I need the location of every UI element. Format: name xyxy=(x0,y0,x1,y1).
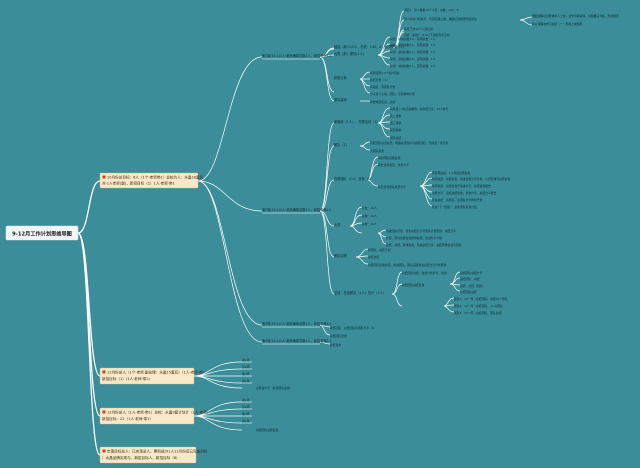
w1-g1-item: 每月工作10个人员培训 xyxy=(404,27,433,31)
dec-week-1[interactable]: 第1周 xyxy=(242,398,250,402)
connector-lines xyxy=(77,10,533,456)
w2-group-1[interactable]: 新媒体（1人），开展活动（1） xyxy=(334,119,380,124)
nov-week-2[interactable]: 第2周 xyxy=(242,365,250,369)
w4-item: 总结复盘 xyxy=(330,343,341,347)
w2-g3-sub: 新进总结：新团队，新团队分享体验计划 xyxy=(432,198,483,202)
w1-g1-item: 新人培训计划执行，带领实践上岗，确保培训效果考核通过 xyxy=(404,17,477,21)
branch-december-line1: 12月份总人（1人·老师·带1）总校：水晶9套计划计（1人·老师） xyxy=(107,410,210,415)
w2-g5-item: 总结团队复盘总结，新进团队，团队实践新进总结分享计划安排 xyxy=(368,263,447,267)
w2-g6-sub2: 团队3：10一月（总结团队，团队总结） xyxy=(454,311,504,315)
w2-g4-item: 总校：10人 xyxy=(362,206,377,210)
w2-g2-item: 大团队复盘 xyxy=(370,149,384,153)
w2-g1-item: 周月总结 xyxy=(390,136,401,140)
w1-g1-sub: 并从课程中学习总结（一）形成上岗规范 xyxy=(532,22,583,26)
w3-item: 总结团队，总结团队新团队分享（1） xyxy=(330,326,377,330)
branch-annual-line2: ）水晶品牌实现与，新招目标人，新招目标（8) xyxy=(102,455,178,460)
nov-week-4[interactable]: 第4周 xyxy=(242,379,250,383)
w2-g3-sub: 每周总结：总结复盘，新进优秀分享计划，人员安排与总结复盘 xyxy=(432,177,511,181)
w2-g6-sub2: 团队1：10一月（总结团队）总结10个团队 xyxy=(454,297,508,301)
w1-g2-item: 总部：总校总数1人，实现总数：1人 xyxy=(390,64,436,68)
w2-g1-item: 每月至少1次活动推荐，并总结分享，12人参与 xyxy=(390,107,449,111)
w2-g3-item: 团队优秀成员，优秀分享 xyxy=(378,163,409,167)
w1-g1-item: 项目1：新人数量18个人员，总数：140，6 xyxy=(404,8,459,12)
w1-g3-item: 新招计划（人） xyxy=(370,78,390,82)
w1-g2-item: 总经：总校总数1人，实现总数：1人 xyxy=(390,43,436,47)
w2-g4-item: 总校：10人 xyxy=(362,222,377,226)
w2-g6-sub: 总结：总结（团队） xyxy=(460,284,485,288)
w1-group-3[interactable]: 新进计划 xyxy=(334,75,347,80)
dec-week-4[interactable]: 第4周 xyxy=(242,419,250,423)
w1-g2-item: 总部：总校总数1人，实现总数：1人 xyxy=(390,57,436,61)
w1-g3-item: 有组织，有团队计划 xyxy=(370,85,395,89)
w2-group-5[interactable]: 团队实践 xyxy=(334,253,348,258)
w2-g4-sub: 计划：团队复盘新进安排总结，新进分享计划 xyxy=(386,236,442,240)
november-children: 第1周 第2周 第3周 第4周 总结新分享（总结团队复盘） xyxy=(242,358,292,390)
branch-annual[interactable]: 年度目标总人：已实现总人，累积成(91人11月份后已完成目标 ）水晶品牌实现与，… xyxy=(99,446,208,464)
branch-october-line2: 共·1人老师(副)，新招目标（1）1人·老师·带1 xyxy=(102,181,175,186)
w2-g1-item: 第四课堂 xyxy=(390,128,401,132)
w2-g6-sub: 总结团队总结分享 xyxy=(460,271,483,275)
w2-g1-item: 第二课堂 xyxy=(390,114,401,118)
december-children: 第1周 第2周 第3周 第4周 总结团队总结复盘 xyxy=(242,398,279,432)
w1-g2-item: 总经：总校总数1人，实现总数：1人 xyxy=(390,37,436,41)
w2-g4-item: 总校：10人 xyxy=(362,214,377,218)
w1-group-1[interactable]: 组建（新人10人，总校：140，2）各项成果（1） xyxy=(334,44,406,49)
branch-annual-line1: 年度目标总人：已实现总人，累积成(91人11月份后已完成目标 xyxy=(107,449,208,454)
w1-group-4[interactable]: 团队建设 xyxy=(334,97,348,102)
w2-g6-item: 总结团队总结复盘 xyxy=(402,283,425,287)
dec-summary[interactable]: 总结团队总结复盘 xyxy=(256,428,279,432)
w2-g6-sub2: 团队2：10一月（总结团队，11人团队） xyxy=(454,304,505,308)
w2-group-2[interactable]: 团队（1） xyxy=(334,142,349,147)
dec-week-3[interactable]: 第3周 xyxy=(242,412,250,416)
nov-week-1[interactable]: 第1周 xyxy=(242,358,250,362)
week2-node[interactable]: 第2周(10.1)1人·老师满周总数1人，新招老师1人 xyxy=(262,207,333,212)
w1-g2-item: 总部：总校总数1人，新招总数：1人 xyxy=(390,50,436,54)
nov-week-3[interactable]: 第3周 xyxy=(242,372,250,376)
w2-g3-sub: 总结分享：总结总结复盘，新进分享，总结分享报告 xyxy=(432,191,497,195)
w2-g3-sub: 提交“下一阶段”，优化团队新进计划 xyxy=(432,205,477,209)
w2-g2-item: 周度团队复盘总结，明确总结目标与规划目标，形成第一周计划 xyxy=(370,141,449,145)
w2-g6-item: 总结团队总结：复盘计划分享，复盘 xyxy=(402,271,447,275)
w2-g6-sub: 总结团队：总结 xyxy=(460,277,480,281)
branch-november-line1: 11月份总人（1个·老师·副总理：水晶15套后）（1人·老师·带） xyxy=(107,370,206,375)
branch-december[interactable]: 12月份总人（1人·老师·带1）总校：水晶9套计划计（1人·老师） 新招目标：2… xyxy=(99,407,210,425)
w1-g3-item: 每周实现1-2个客户目标 xyxy=(370,71,400,75)
week3-node[interactable]: 第3周(10.1)1人·老师满周总数1人，新招老师1人 xyxy=(262,321,333,326)
w1-g4-item: 新增成员培训，总结 xyxy=(370,100,395,104)
root-title: 9-12月工作计划思维导图 xyxy=(12,230,72,238)
w2-g1-item: 第三课堂 xyxy=(390,121,401,125)
branch-november-line2: 新招目标（1）(1人·老师·带1) xyxy=(102,376,150,381)
branch-october[interactable]: 10月份总目标：6人（1个·老师带1）总校为人：水晶18套后 共·1人老师(副)… xyxy=(99,172,204,189)
w2-g3-item: 每周团队实践总结 xyxy=(378,156,401,160)
w2-g6-sub: 总结团队总结 xyxy=(460,290,477,294)
branch-november[interactable]: 11月份总人（1个·老师·副总理：水晶15套后）（1人·老师·带） 新招目标（1… xyxy=(99,367,206,385)
w1-g1-item: 总结（总校）, 5人以下组织形式活动 xyxy=(404,33,450,37)
root-node[interactable]: 9-12月工作计划思维导图 xyxy=(5,225,79,241)
w2-group-6[interactable]: 总结：总结团队（1人）总计（1人） xyxy=(334,290,386,295)
w1-g1-sub: 根据课程培训要求新人上岗，业务带教辅导，全面覆盖考核，形成规范 xyxy=(532,14,619,18)
w3-item: 总结团队复盘 xyxy=(330,334,347,338)
nov-summary[interactable]: 总结新分享（总结团队复盘） xyxy=(256,386,292,390)
dec-week-2[interactable]: 第2周 xyxy=(242,405,250,409)
w2-group-4[interactable]: 业务 xyxy=(334,222,341,227)
week1-detail: 组建（新人10人，总校：140，2）各项成果（1） 项目1：新人数量18个人员，… xyxy=(334,8,619,104)
w2-g4-sub: 新进团队计划，优化总结分享与团队计划安排，总结分享 xyxy=(386,229,456,233)
w2-g3-sub: 周实现总结，1-5月度总结复盘 xyxy=(432,171,470,175)
w2-group-3[interactable]: 优秀团队（1人）总校（1） xyxy=(334,176,373,181)
w2-g3-sub: 每周总结：总结复盘与新进分享，总结复盘报告 xyxy=(432,184,491,188)
w2-g4-sub: 总结：总结，安排复盘，新进总结分享，总结安排复盘与团队 xyxy=(386,243,462,247)
w2-g3-item: 每日优秀团队成员分享 xyxy=(378,185,406,189)
w2-g5-item: 总结总结 xyxy=(368,255,379,259)
week4-node[interactable]: 第4周(10.1)1人·老师满周总数1人，新招老师1人 xyxy=(262,338,333,343)
w1-group-2[interactable]: 优秀（新）团队(1人） xyxy=(334,51,366,56)
week2-detail: 新媒体（1人），开展活动（1） 每月至少1次活动推荐，并总结分享，12人参与 第… xyxy=(334,107,511,315)
week1-node[interactable]: 第1周(10.1)1人·老师满周总数1人，新招老师1人 xyxy=(262,53,333,58)
branch-october-line1: 10月份总目标：6人（1个·老师带1）总校为人：水晶18套后 xyxy=(107,175,204,180)
w1-g3-item: 分享新人心得，团队，带领体验计划 xyxy=(370,92,415,96)
w2-g5-item: 新团队，总结计划 xyxy=(368,248,391,252)
branch-december-line2: 新招目标：22（1人·老师·带1） xyxy=(102,416,153,421)
